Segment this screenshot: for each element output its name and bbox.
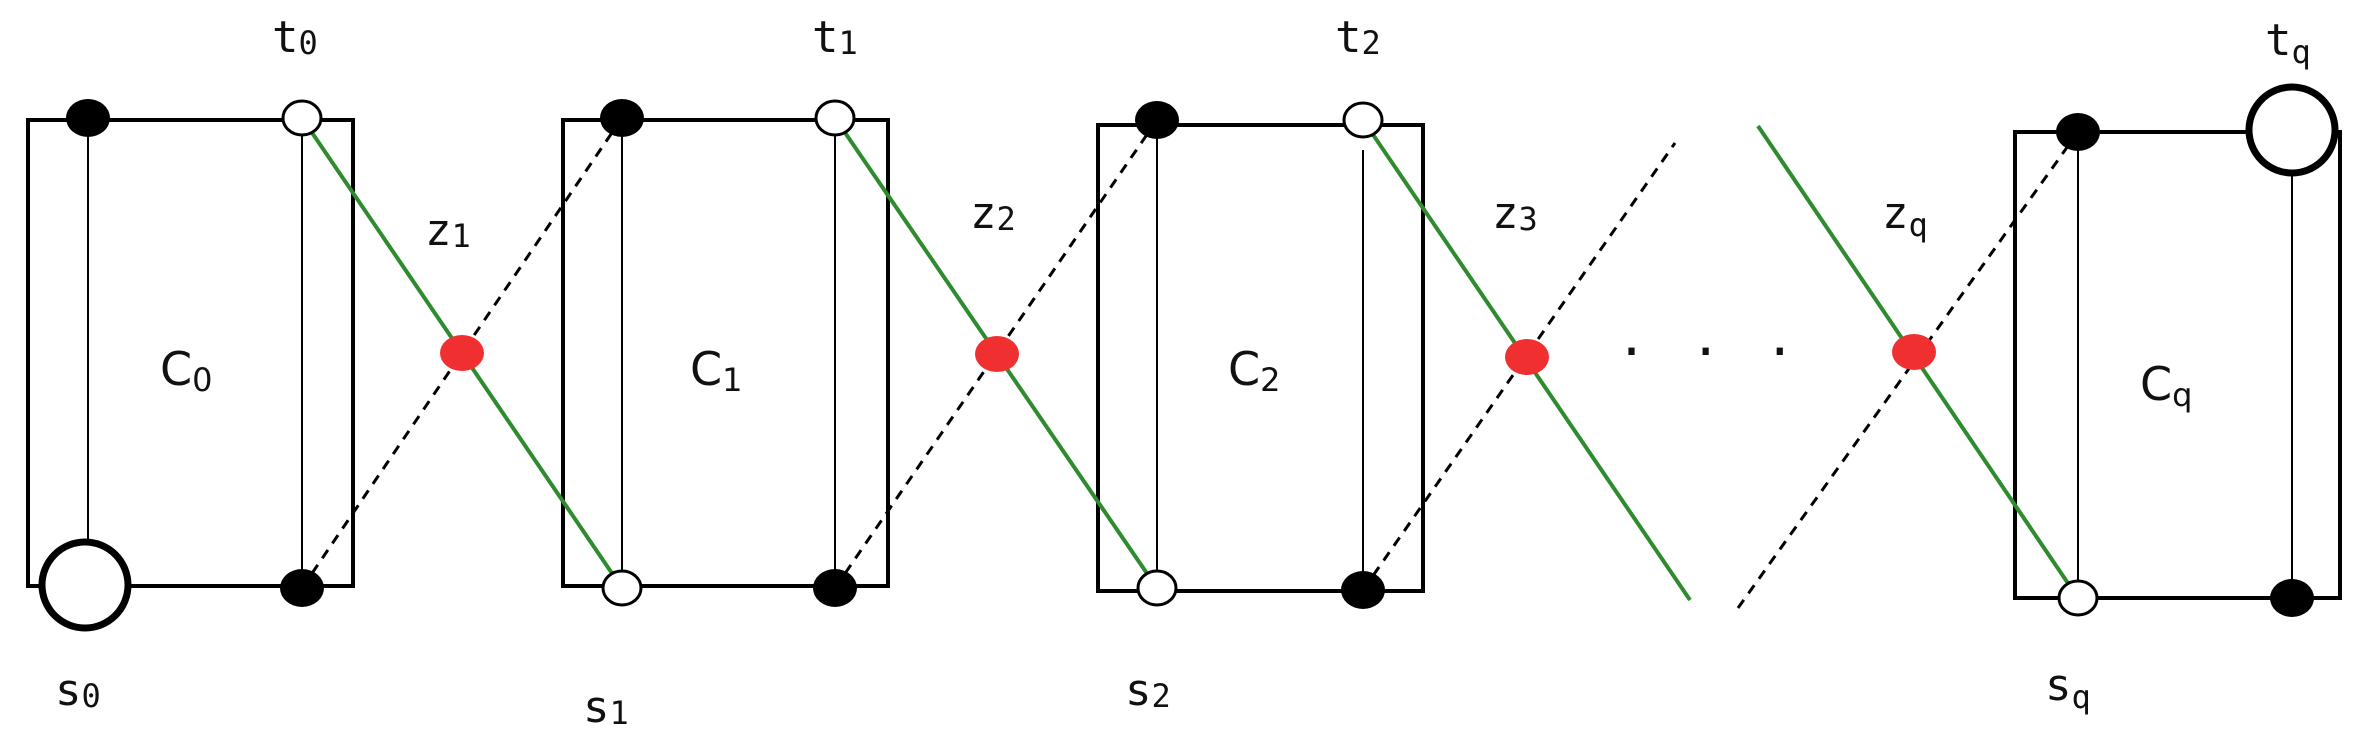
hollow-vertex-t2	[1342, 101, 1384, 139]
filled-vertex	[1341, 571, 1385, 609]
crossing-label-z2: z2	[970, 188, 1016, 239]
filled-vertex	[280, 569, 324, 607]
crossing-point-z1	[440, 335, 484, 371]
component-label-cq: Cq	[2140, 357, 2192, 414]
component-label-c2: C2	[1228, 342, 1280, 399]
crossing-point-z3	[1505, 339, 1549, 375]
vertex-label-s2: s2	[1125, 665, 1171, 716]
filled-vertex	[1135, 101, 1179, 139]
vertex-label-tq: tq	[2265, 15, 2311, 71]
vertex-label-t0: t0	[272, 12, 318, 63]
component-box-c2	[1096, 123, 1425, 593]
component-label-c1: C1	[690, 342, 742, 399]
vertex-label-t2: t2	[1335, 12, 1381, 63]
filled-vertex	[2056, 113, 2100, 151]
crossing-label-zq: zq	[1882, 188, 1928, 244]
dashed-edge-2	[833, 119, 1159, 589]
vertex-label-s1: s1	[583, 682, 629, 733]
hollow-vertex-sq	[2057, 579, 2099, 617]
crossing-label-z3: z3	[1492, 188, 1538, 239]
vertex-label-sq: sq	[2045, 660, 2091, 716]
ellipsis-dots: · · ·	[1622, 317, 1807, 387]
hollow-vertex-t0	[281, 99, 323, 137]
component-label-c0: C0	[160, 342, 212, 399]
filled-vertex	[2270, 579, 2314, 617]
hollow-vertex-t1	[814, 99, 856, 137]
crossing-point-zq	[1892, 334, 1936, 370]
hollow-vertex-s2	[1136, 569, 1178, 607]
vertex-label-t1: t1	[812, 12, 858, 63]
dashed-edge-q	[1736, 131, 2080, 609]
component-box-c0	[26, 118, 355, 588]
vertex-label-s0: s0	[55, 665, 101, 716]
crossing-label-z1: z1	[425, 205, 471, 256]
large-vertex-s0	[38, 538, 132, 632]
hollow-vertex-s1	[601, 569, 643, 607]
component-box-c1	[561, 118, 890, 588]
crossing-point-z2	[975, 336, 1019, 372]
large-vertex-tq	[2245, 83, 2339, 177]
filled-vertex	[600, 99, 644, 137]
filled-vertex	[66, 99, 110, 137]
dashed-edge-1	[300, 117, 624, 589]
filled-vertex	[813, 569, 857, 607]
component-box-cq	[2013, 130, 2342, 600]
